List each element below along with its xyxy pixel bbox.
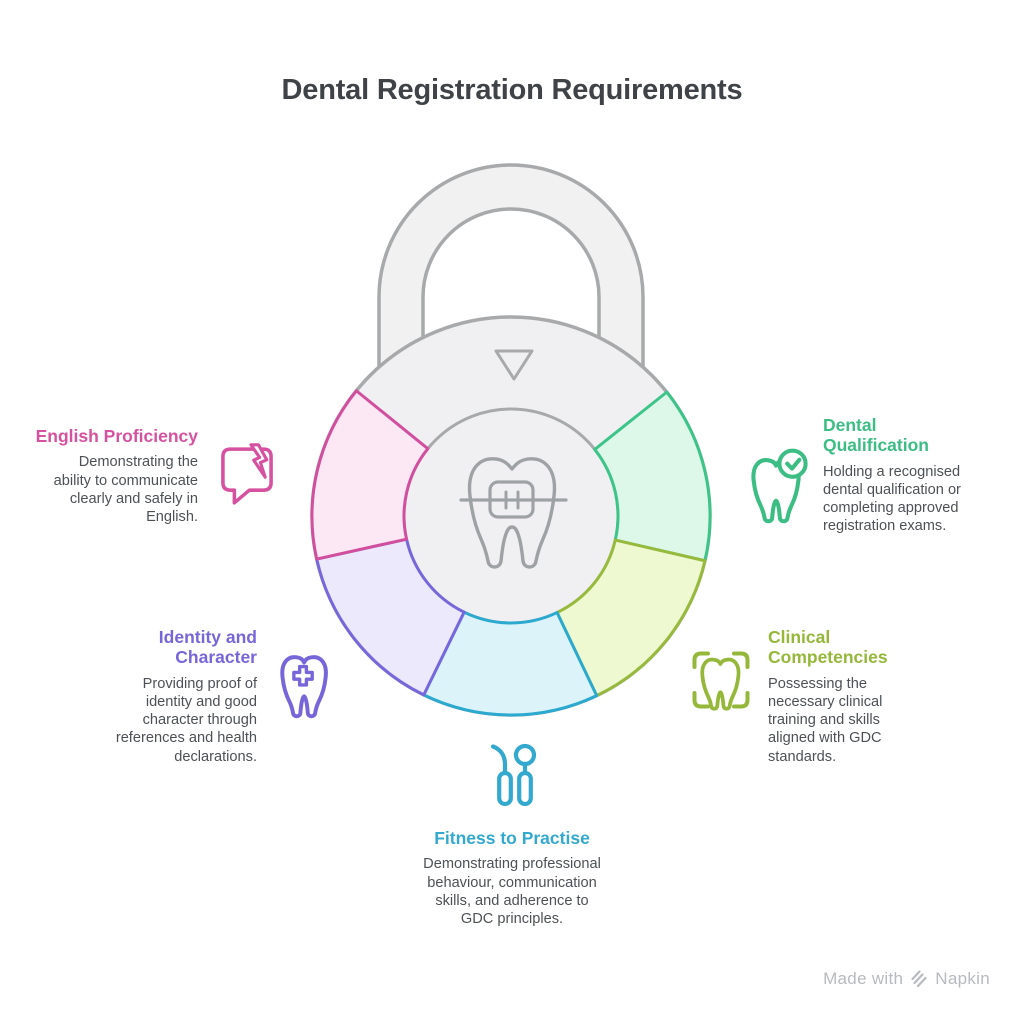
watermark-brand: Napkin <box>935 969 990 988</box>
triangle-down-icon <box>494 349 534 381</box>
item-heading: Fitness to Practise <box>434 828 590 848</box>
item-english-proficiency: English Proficiency Demonstrating the ab… <box>30 426 198 526</box>
watermark: Made with Napkin <box>823 969 990 989</box>
napkin-logo-icon <box>911 970 927 988</box>
item-fitness-to-practise: Fitness to Practise Demonstrating profes… <box>407 828 617 928</box>
item-description: Holding a recognised dental qualificatio… <box>823 463 961 535</box>
ring-segments <box>310 389 712 717</box>
item-heading: English Proficiency <box>35 426 198 446</box>
tooth-braces-icon <box>459 457 568 569</box>
page-title: Dental Registration Requirements <box>281 74 743 106</box>
tooth-checkmark-icon <box>745 444 809 533</box>
tooth-medical-cross-icon <box>276 646 332 727</box>
item-clinical-competencies: Clinical Competencies Possessing the nec… <box>768 627 946 766</box>
item-description: Demonstrating the ability to communicate… <box>53 454 198 525</box>
watermark-text: Made with <box>823 969 904 988</box>
item-description: Possessing the necessary clinical traini… <box>768 675 883 765</box>
item-identity-and-character: Identity and Character Providing proof o… <box>79 627 257 766</box>
item-heading: Dental Qualification <box>823 415 929 456</box>
item-dental-qualification: Dental Qualification Holding a recognise… <box>823 415 1001 536</box>
broken-speech-bubble-icon <box>217 441 277 512</box>
ring-segment-english-proficiency <box>310 389 430 561</box>
tooth-scan-frame-icon <box>690 649 752 716</box>
item-description: Providing proof of identity and good cha… <box>115 675 257 765</box>
item-heading: Identity and Character <box>158 627 257 668</box>
padlock-shackle <box>377 163 645 387</box>
dental-tools-icon <box>480 743 544 816</box>
item-heading: Clinical Competencies <box>768 627 888 668</box>
item-description: Demonstrating professional behaviour, co… <box>423 856 601 927</box>
